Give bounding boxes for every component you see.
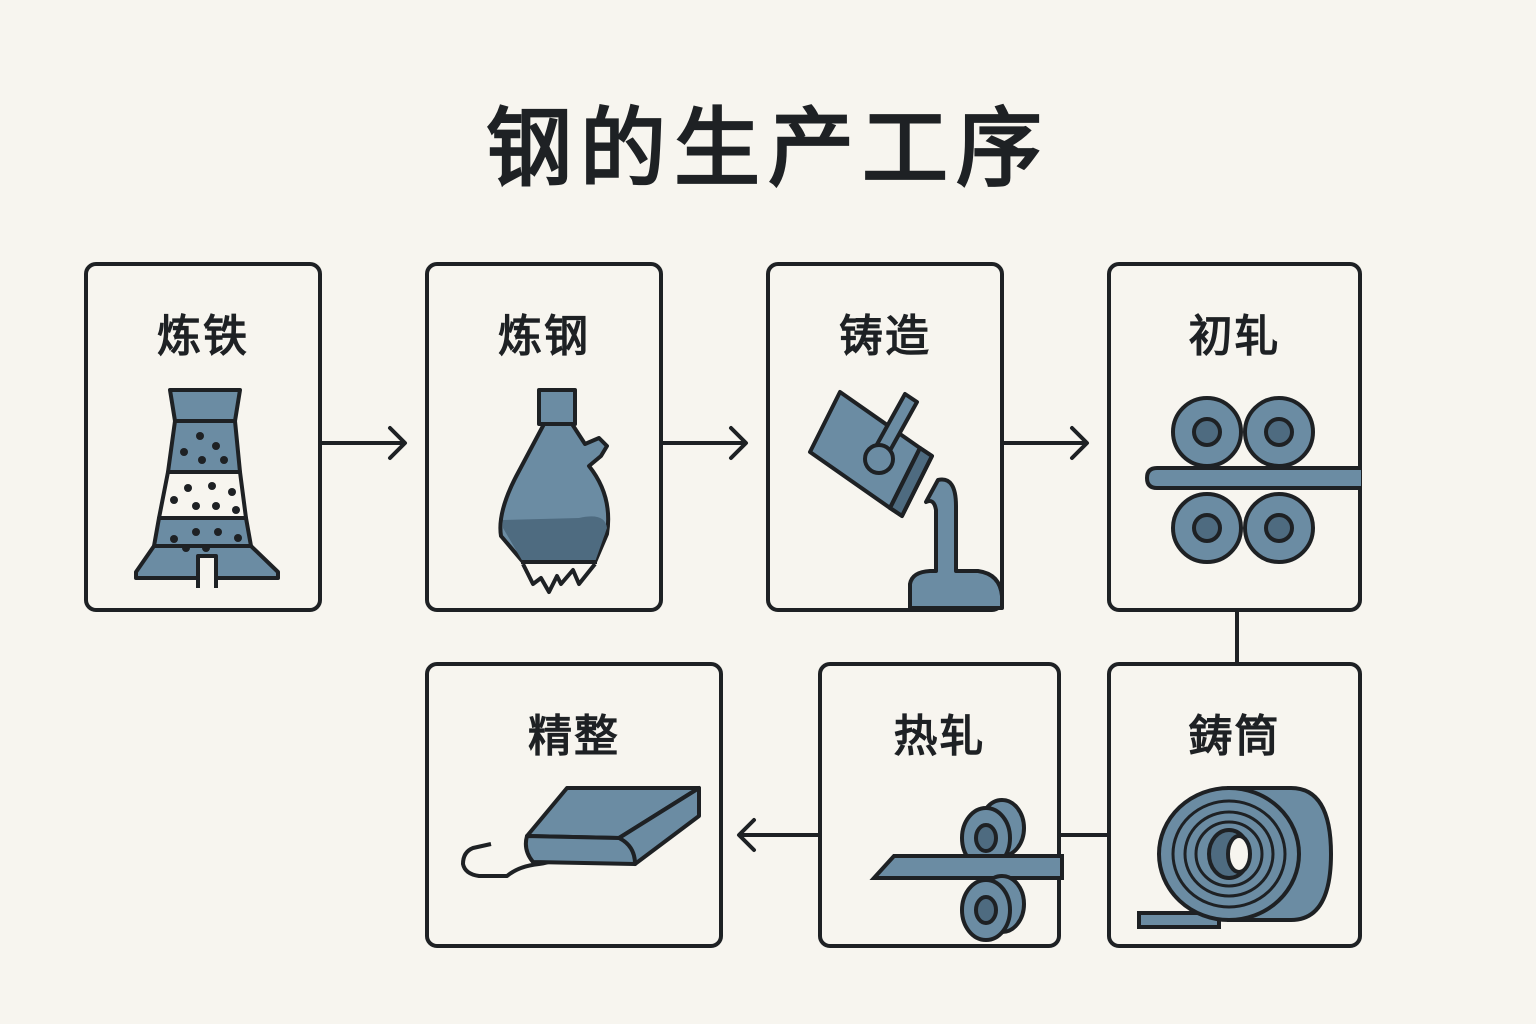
step-hot-rolling: 热轧 [818, 662, 1064, 948]
blast-furnace-icon [134, 388, 280, 588]
step-casting: 铸造 [766, 262, 1004, 612]
arrow-left-icon [737, 818, 820, 852]
page-title: 钢的生产工序 [486, 99, 1050, 199]
arrow-right-icon [1002, 426, 1089, 460]
ladle-pouring-icon [808, 390, 1004, 610]
finished-slab-icon [461, 786, 701, 878]
step-roughing: 初轧 [1107, 262, 1362, 612]
step-label: 热轧 [893, 711, 986, 762]
step-label: 炼钢 [498, 311, 590, 362]
step-steelmaking: 炼钢 [425, 262, 663, 612]
hot-rolling-icon [869, 798, 1064, 942]
step-coil: 鋳筒 [1107, 662, 1362, 948]
arrow-right-icon [320, 426, 407, 460]
step-ironmaking: 炼铁 [84, 262, 322, 612]
step-finishing: 精整 [425, 662, 723, 948]
steel-coil-icon [1137, 786, 1334, 929]
step-label: 精整 [528, 711, 620, 762]
step-label: 初轧 [1188, 311, 1281, 362]
step-label: 铸造 [839, 311, 931, 362]
step-label: 炼铁 [157, 311, 249, 362]
converter-icon [498, 388, 611, 594]
arrow-right-icon [661, 426, 748, 460]
rolling-mill-icon [1144, 396, 1361, 564]
step-label: 鋳筒 [1188, 711, 1281, 762]
